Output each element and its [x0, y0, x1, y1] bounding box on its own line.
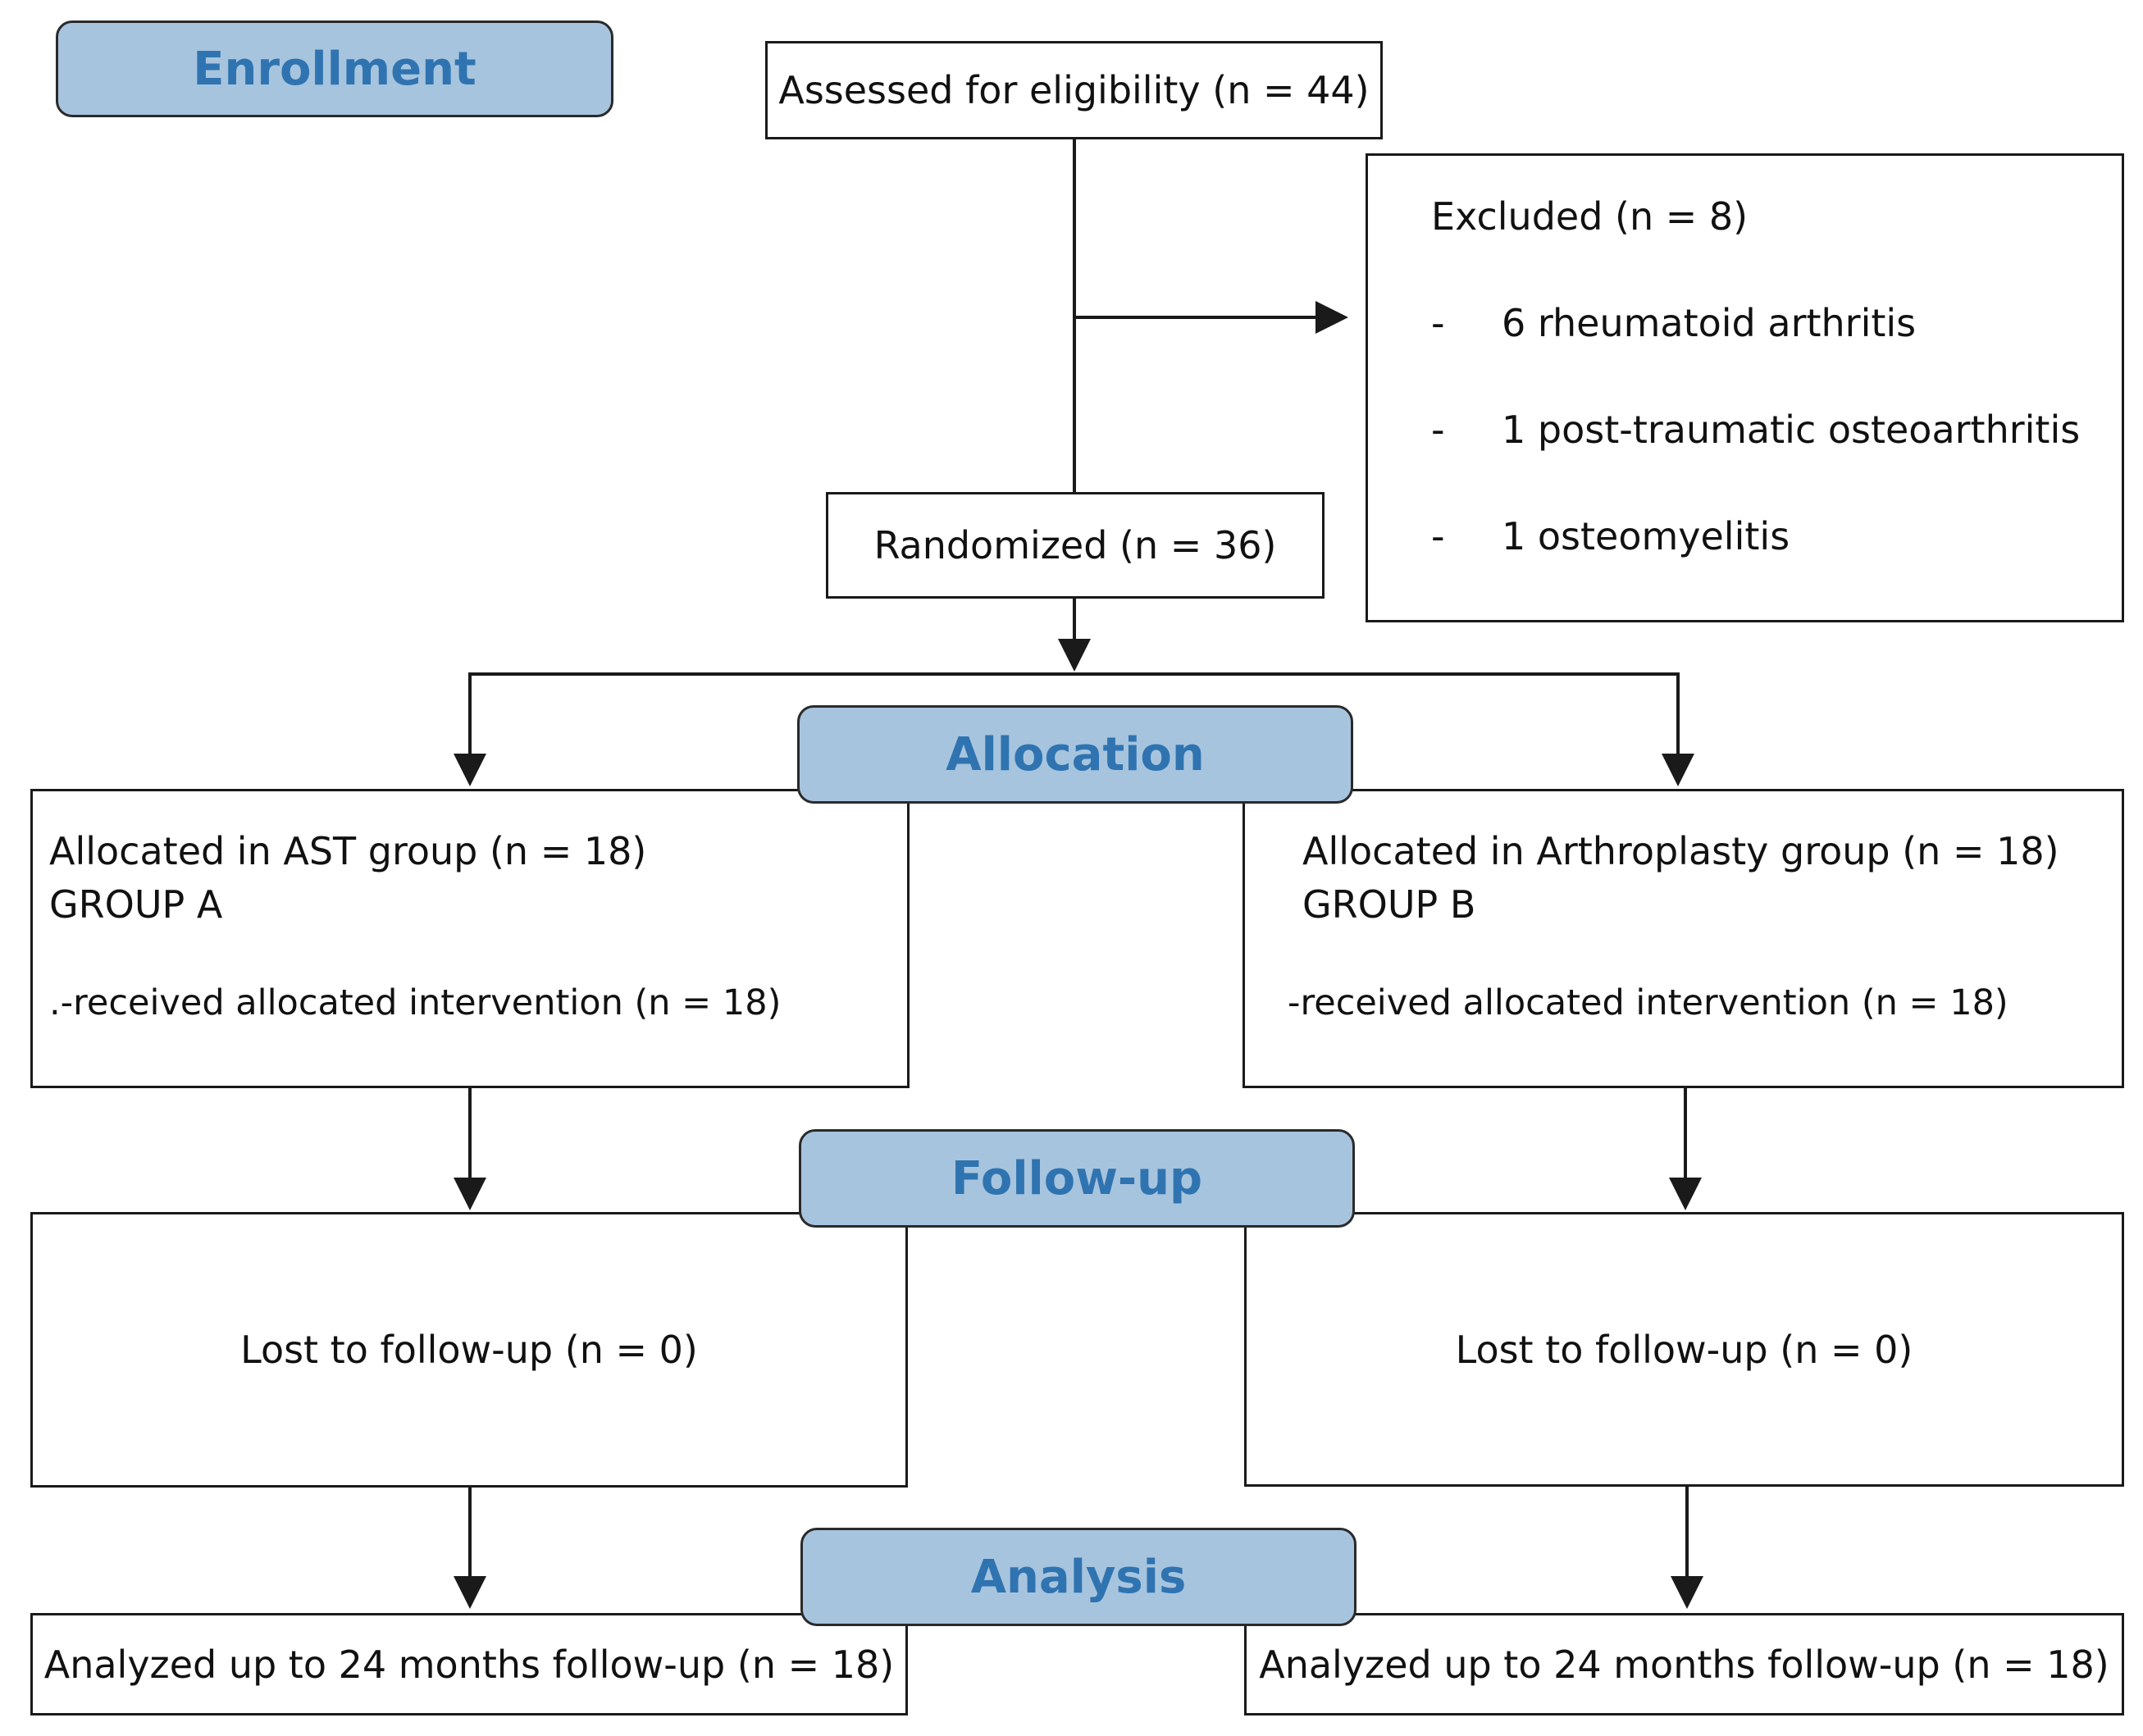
- stage-follow-up: Follow-up: [799, 1129, 1355, 1228]
- group-b-lost-text: Lost to follow-up (n = 0): [1455, 1327, 1913, 1372]
- excluded-box: Excluded (n = 8) - 6 rheumatoid arthriti…: [1366, 153, 2124, 622]
- group-a-allocation-box: Allocated in AST group (n = 18) GROUP A …: [30, 789, 910, 1088]
- group-a-allocated-text: Allocated in AST group (n = 18): [49, 829, 647, 873]
- excluded-item-bullet: -: [1431, 514, 1445, 558]
- stage-follow-up-label: Follow-up: [951, 1151, 1203, 1205]
- assessed-box: Assessed for eligibility (n = 44): [765, 41, 1383, 139]
- group-a-label: GROUP A: [49, 882, 223, 927]
- group-b-allocated-text: Allocated in Arthroplasty group (n = 18): [1302, 829, 2059, 873]
- excluded-item: 1 post-traumatic osteoarthritis: [1502, 408, 2081, 452]
- group-b-label: GROUP B: [1302, 882, 1476, 927]
- group-a-received-text: .-received allocated intervention (n = 1…: [49, 982, 782, 1023]
- stage-enrollment-label: Enrollment: [193, 42, 476, 96]
- group-b-analyzed-text: Analyzed up to 24 months follow-up (n = …: [1259, 1642, 2109, 1687]
- excluded-item: 6 rheumatoid arthritis: [1502, 301, 1917, 345]
- group-b-analyzed-box: Analyzed up to 24 months follow-up (n = …: [1244, 1613, 2124, 1715]
- stage-analysis: Analysis: [800, 1528, 1356, 1626]
- group-a-lost-box: Lost to follow-up (n = 0): [30, 1212, 908, 1488]
- assessed-text: Assessed for eligibility (n = 44): [778, 68, 1370, 112]
- group-b-allocation-box: Allocated in Arthroplasty group (n = 18)…: [1242, 789, 2124, 1088]
- excluded-item: 1 osteomyelitis: [1502, 514, 1790, 558]
- stage-analysis-label: Analysis: [970, 1550, 1187, 1604]
- stage-allocation-label: Allocation: [946, 727, 1205, 781]
- group-a-analyzed-text: Analyzed up to 24 months follow-up (n = …: [43, 1642, 895, 1687]
- excluded-item-bullet: -: [1431, 301, 1445, 345]
- group-a-analyzed-box: Analyzed up to 24 months follow-up (n = …: [30, 1613, 908, 1715]
- excluded-title: Excluded (n = 8): [1431, 194, 1749, 239]
- group-a-lost-text: Lost to follow-up (n = 0): [240, 1328, 698, 1372]
- group-b-received-text: -received allocated intervention (n = 18…: [1288, 982, 2008, 1023]
- stage-allocation: Allocation: [797, 705, 1353, 804]
- group-b-lost-box: Lost to follow-up (n = 0): [1244, 1212, 2124, 1487]
- randomized-box: Randomized (n = 36): [826, 492, 1325, 599]
- randomized-text: Randomized (n = 36): [873, 523, 1277, 567]
- stage-enrollment: Enrollment: [56, 21, 613, 117]
- excluded-item-bullet: -: [1431, 408, 1445, 452]
